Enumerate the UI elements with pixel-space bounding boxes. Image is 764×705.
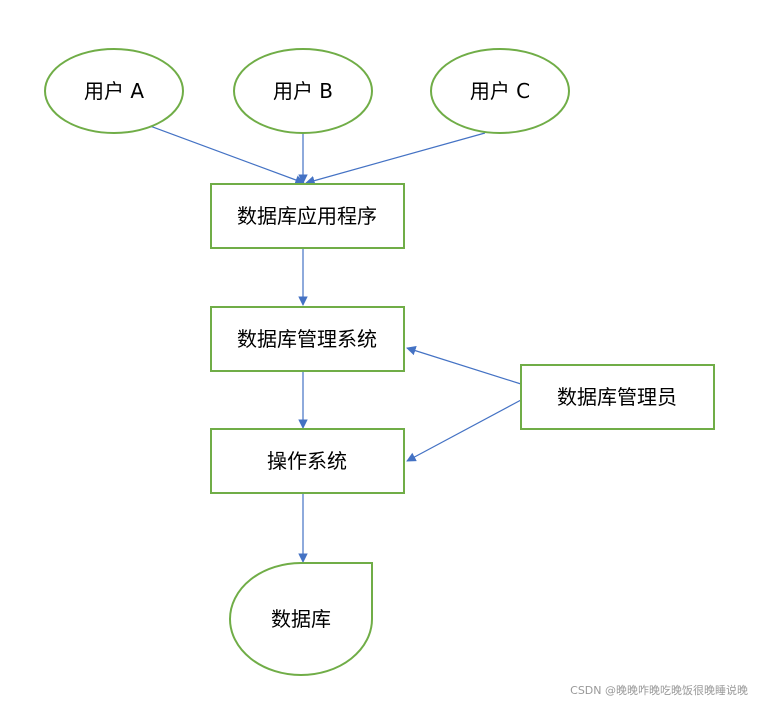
os-box xyxy=(210,428,405,494)
edge-user-c-to-db-app xyxy=(305,132,486,186)
dbms-box xyxy=(210,306,405,372)
node-dbms: 数据库管理系统 xyxy=(210,306,405,372)
db-app-box xyxy=(210,183,405,249)
os-label: 操作系统 xyxy=(267,449,347,473)
dba-label: 数据库管理员 xyxy=(557,385,677,409)
user-c-ellipse xyxy=(430,48,570,134)
node-db-app: 数据库应用程序 xyxy=(210,183,405,249)
edge-dba-to-os xyxy=(406,399,522,462)
node-user-b: 用户 B xyxy=(233,48,373,134)
edge-dba-to-dbms xyxy=(406,346,522,385)
user-a-label: 用户 A xyxy=(84,79,144,103)
user-b-label: 用户 B xyxy=(273,79,333,103)
user-a-ellipse xyxy=(44,48,184,134)
watermark: CSDN @晚晚咋晚吃晚饭很晚睡说晚 xyxy=(570,683,748,697)
database-shape xyxy=(229,562,373,676)
node-dba: 数据库管理员 xyxy=(520,364,715,430)
user-b-ellipse xyxy=(233,48,373,134)
node-database: 数据库 xyxy=(229,562,373,676)
db-app-label: 数据库应用程序 xyxy=(237,204,377,228)
node-user-c: 用户 C xyxy=(430,48,570,134)
node-os: 操作系统 xyxy=(210,428,405,494)
edges xyxy=(149,125,522,563)
database-label: 数据库 xyxy=(271,607,331,631)
dba-box xyxy=(520,364,715,430)
dbms-label: 数据库管理系统 xyxy=(237,327,377,351)
user-c-label: 用户 C xyxy=(470,79,530,103)
edge-user-a-to-db-app xyxy=(149,125,305,185)
node-user-a: 用户 A xyxy=(44,48,184,134)
